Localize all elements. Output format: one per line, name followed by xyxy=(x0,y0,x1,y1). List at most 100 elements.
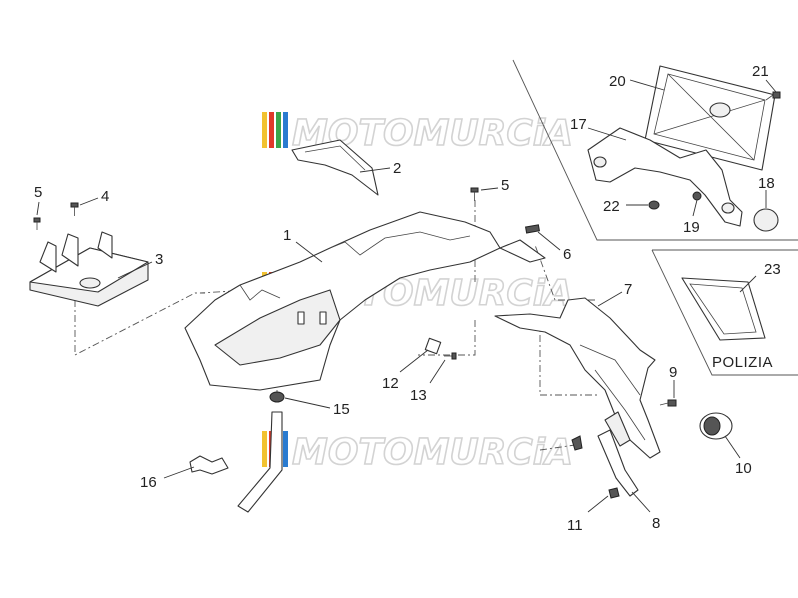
callout-12: 12 xyxy=(382,375,399,392)
reflector-inner xyxy=(703,416,721,436)
watermark-stripe xyxy=(276,112,281,148)
leader-20 xyxy=(629,79,665,91)
callout-1: 1 xyxy=(283,227,291,244)
leader-6 xyxy=(537,231,561,251)
police-plate-inner xyxy=(689,283,757,335)
callout-15: 15 xyxy=(333,401,350,418)
part-15-grommet xyxy=(269,391,285,403)
part-19-nut xyxy=(692,191,702,201)
assembly-line xyxy=(418,320,476,356)
part-7-fender xyxy=(494,297,661,459)
part-23-police-plate xyxy=(681,277,766,341)
undertray-tail xyxy=(499,239,546,263)
fender-line xyxy=(579,344,641,396)
part-17-bracket xyxy=(587,127,743,227)
undertray-post xyxy=(297,311,305,325)
watermark-stripe xyxy=(283,112,288,148)
callout-labels: 1 2 3 4 5 5 6 7 8 9 10 11 12 13 15 16 17… xyxy=(34,63,781,534)
screw-4 xyxy=(70,202,79,216)
leader-16 xyxy=(163,466,195,479)
callout-17: 17 xyxy=(570,116,587,133)
leader-3 xyxy=(117,261,153,279)
cap-body xyxy=(753,208,779,232)
bracket-tab xyxy=(97,231,113,259)
part-9-screw xyxy=(659,399,677,407)
cover-body xyxy=(291,139,379,196)
callout-23: 23 xyxy=(764,261,781,278)
leader-23 xyxy=(739,275,757,293)
police-plate-body xyxy=(681,277,766,341)
screw-head xyxy=(772,91,781,99)
part-10-reflector xyxy=(699,412,733,440)
screw-head xyxy=(470,187,479,193)
callout-6: 6 xyxy=(563,246,571,263)
bracket-tab xyxy=(39,241,57,273)
leader-21 xyxy=(765,79,777,93)
assembly-line xyxy=(539,320,600,396)
leader-17 xyxy=(587,127,627,141)
clip-body xyxy=(524,224,540,234)
assembly-line xyxy=(539,444,576,451)
undertray-ridge xyxy=(239,284,281,301)
plate-hole xyxy=(709,102,731,118)
callout-13: 13 xyxy=(410,387,427,404)
callout-3: 3 xyxy=(155,251,163,268)
screw-shank xyxy=(659,402,669,406)
screw-head xyxy=(33,217,41,223)
leader-11 xyxy=(587,495,609,513)
undertray-post xyxy=(319,311,327,325)
assembly-line xyxy=(534,244,595,301)
part-3-bracket xyxy=(29,231,149,307)
screw-head xyxy=(667,399,677,407)
callout-2: 2 xyxy=(393,160,401,177)
bracket-hole xyxy=(593,156,607,168)
plate-rib xyxy=(653,99,766,135)
undertray-floor xyxy=(214,289,341,366)
nut-body xyxy=(608,487,620,499)
part-16-hose xyxy=(237,411,283,513)
bracket-body xyxy=(587,127,743,227)
part-1-undertray xyxy=(184,211,546,391)
callout-8: 8 xyxy=(652,515,660,532)
leader-19 xyxy=(692,199,698,217)
callout-4: 4 xyxy=(101,188,109,205)
part-11-nut xyxy=(608,487,620,499)
assembly-line xyxy=(199,289,251,294)
part-20-plate xyxy=(644,65,776,171)
grommet-body xyxy=(269,391,285,403)
cover-edge xyxy=(304,145,366,171)
plate-section-frame xyxy=(512,59,798,241)
leader-7 xyxy=(597,291,623,307)
callout-10: 10 xyxy=(735,460,752,477)
fender-reflector xyxy=(604,411,631,447)
part-8-bracket xyxy=(571,429,639,497)
leader-12 xyxy=(399,349,429,373)
leader-8 xyxy=(631,491,651,513)
plate-rib xyxy=(667,73,755,161)
bracket-tab xyxy=(61,233,79,267)
callout-22: 22 xyxy=(603,198,620,215)
undertray-ridge xyxy=(329,231,471,256)
bracket-nut xyxy=(571,435,583,451)
part-16-clip xyxy=(189,455,229,475)
bracket-hole xyxy=(79,277,101,289)
part-6-clip xyxy=(524,224,540,234)
fender-line xyxy=(594,369,646,441)
screw-5-right xyxy=(470,187,479,201)
callout-9: 9 xyxy=(669,364,677,381)
callout-20: 20 xyxy=(609,73,626,90)
watermark-text: MOTOMURCiA xyxy=(292,432,573,473)
screw-shank xyxy=(765,94,774,101)
callout-21: 21 xyxy=(752,63,769,80)
plate-body xyxy=(644,65,776,171)
part-2-cover xyxy=(291,139,379,196)
inset-label-polizia: POLIZIA xyxy=(712,354,773,371)
screw-head xyxy=(451,352,457,360)
screw-5-left xyxy=(33,217,41,230)
leader-15 xyxy=(284,397,331,409)
callout-18: 18 xyxy=(758,175,775,192)
screw-head xyxy=(70,202,79,208)
watermark-stripe xyxy=(262,112,267,148)
part-22-nut xyxy=(648,200,660,210)
callout-19: 19 xyxy=(683,219,700,236)
